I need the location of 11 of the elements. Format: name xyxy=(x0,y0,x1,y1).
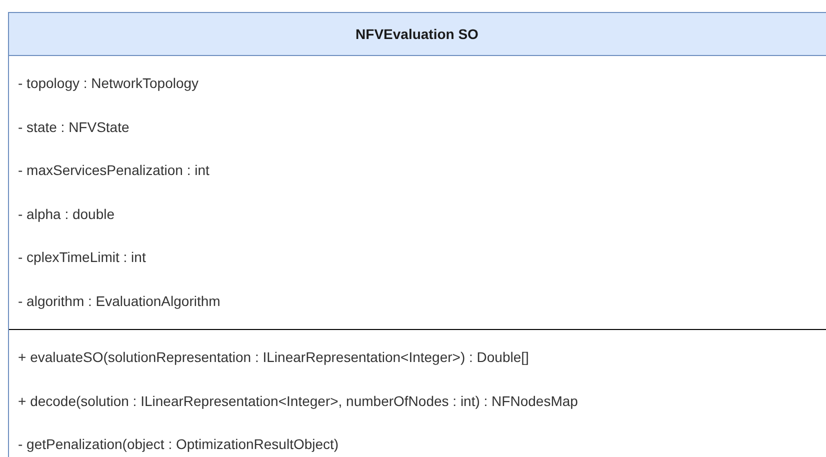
class-member: - getPenalization(object : OptimizationResultObject) xyxy=(17,435,340,454)
class-member: - topology : NetworkTopology xyxy=(17,74,200,94)
class-member: + decode(solution : ILinearRepresentation<Integer>, numberOfNodes : int) : NFNodesMap xyxy=(17,392,579,411)
class-member: - alpha : double xyxy=(17,204,116,224)
class-name: NFVEvaluation SO xyxy=(9,13,826,56)
class-member: - algorithm : EvaluationAlgorithm xyxy=(17,292,222,311)
class-member: - cplexTimeLimit : int xyxy=(17,248,147,268)
class-member: - maxServicesPenalization : int xyxy=(17,161,210,180)
class-member: - state : NFVState xyxy=(17,118,130,137)
class-box xyxy=(8,12,826,457)
class-member: + evaluateSO(solutionRepresentation : ILinearRepresentation<Integer>) : Double[] xyxy=(17,348,530,368)
